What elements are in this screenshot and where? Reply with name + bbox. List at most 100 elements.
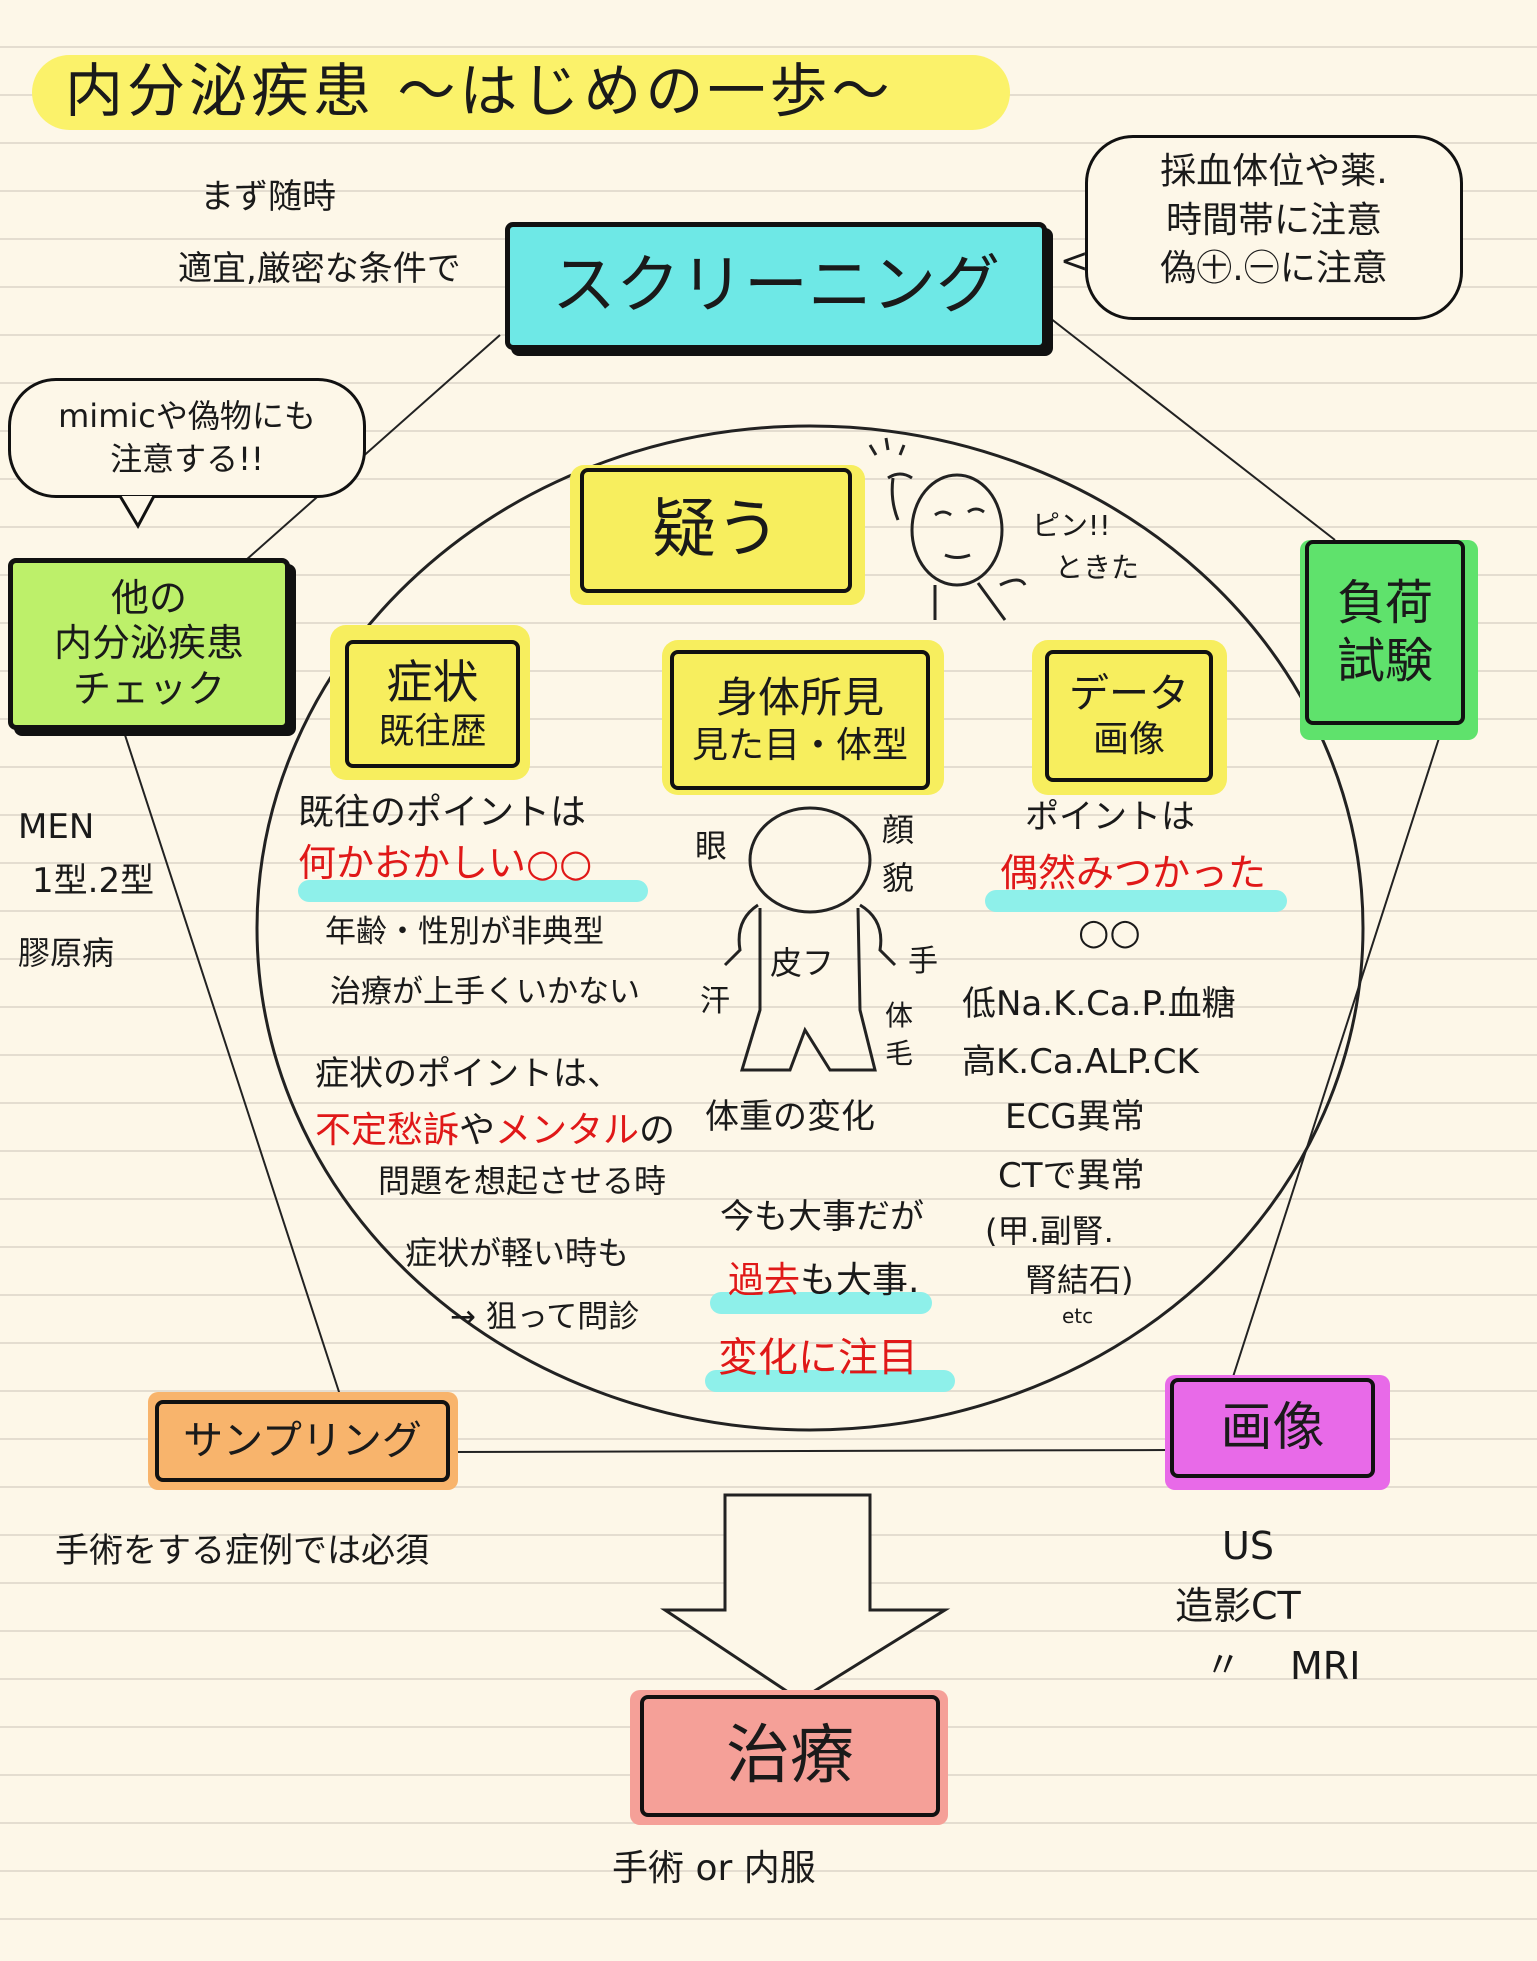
symptoms-point-5: 症状のポイントは、 [315, 1054, 621, 1094]
symptoms-point-8: 症状が軽い時も [405, 1234, 630, 1272]
symptoms-point-3: 年齢・性別が非典型 [325, 914, 604, 950]
line-screening-load [1049, 317, 1336, 541]
load-test-line-2: 試験 [1336, 632, 1433, 689]
screening-box: スクリーニング [505, 222, 1047, 350]
data-title: データ [1069, 671, 1189, 718]
label-skin: 皮フ [770, 944, 835, 982]
label-now: 今も大事だが [720, 1197, 924, 1237]
other-note-2: 1型.2型 [32, 861, 155, 901]
label-hair-2: 毛 [885, 1037, 914, 1070]
label-face-2: 貌 [882, 859, 915, 897]
center-circle [255, 424, 1365, 1432]
imaging-note-2: 造影CT [1175, 1584, 1301, 1628]
symptoms-point-7: 問題を想起させる時 [378, 1162, 667, 1200]
bubble-line-3: 偽㊉.㊀に注意 [1160, 248, 1388, 290]
line-other-sampling [124, 734, 341, 1396]
label-eye: 眼 [695, 827, 728, 865]
bubble-pointer: < [1060, 241, 1089, 281]
data-point-8: (甲.副腎. [985, 1212, 1114, 1250]
page-title: 内分泌疾患 〜はじめの一歩〜 [65, 57, 894, 125]
sampling-note: 手術をする症例では必須 [55, 1531, 429, 1571]
past-end: も大事. [800, 1260, 920, 1301]
down-arrow [660, 1493, 951, 1702]
data-subtitle: 画像 [1092, 719, 1165, 761]
underline-highlight-2 [710, 1292, 932, 1314]
data-point-2: 偶然みつかった [1000, 851, 1267, 895]
other-endocrine-line-2: 内分泌疾患 [53, 621, 244, 666]
other-endocrine-line-1: 他の [110, 575, 187, 620]
sampling-label: サンプリング [183, 1418, 422, 1464]
data-point-10: etc [1062, 1304, 1094, 1328]
bubble-line-1: 採血体位や薬. [1160, 151, 1388, 192]
imaging-label: 画像 [1220, 1397, 1325, 1458]
mimic-bubble-tail [118, 495, 156, 530]
sampling-box: サンプリング [155, 1400, 450, 1482]
doubt-highlight [570, 465, 865, 605]
title-highlight [32, 55, 1010, 130]
past-red: 過去 [728, 1260, 801, 1301]
line-load-imaging [1231, 734, 1441, 1381]
imaging-highlight [1165, 1375, 1390, 1490]
other-endocrine-line-3: チェック [72, 666, 225, 711]
data-point-5: 高K.Ca.ALP.CK [962, 1042, 1199, 1082]
symptoms-title: 症状 [386, 654, 479, 709]
treatment-highlight [630, 1690, 948, 1825]
other-note-3: 膠原病 [18, 934, 115, 972]
physical-highlight [662, 640, 944, 795]
symptoms-red-1: 不定愁訴 [315, 1110, 460, 1151]
label-hand: 手 [908, 944, 938, 979]
symptoms-box: 症状 既往歴 [345, 640, 520, 768]
imaging-note-3: 〃 [1205, 1645, 1242, 1686]
treatment-label: 治療 [726, 1718, 854, 1793]
data-point-1: ポイントは [1025, 797, 1195, 837]
data-box: データ 画像 [1045, 650, 1213, 782]
screening-caution-bubble: 採血体位や薬. 時間帯に注意 偽㊉.㊀に注意 [1085, 135, 1463, 320]
symptoms-point-4: 治療が上手くいかない [330, 974, 640, 1010]
underline-highlight-4 [985, 890, 1287, 912]
physical-box: 身体所見 見た目・体型 [670, 650, 930, 790]
symptoms-point-9: → 狙って問診 [450, 1299, 640, 1335]
data-point-9: 腎結石) [1025, 1261, 1134, 1299]
sampling-highlight [148, 1392, 458, 1490]
data-point-3: ○○ [1078, 912, 1141, 953]
figure-text-2: ときた [1055, 551, 1140, 584]
symptoms-red-2: メンタル [495, 1110, 640, 1151]
symptoms-highlight [330, 625, 530, 780]
treatment-box: 治療 [640, 1695, 940, 1817]
imaging-box: 画像 [1170, 1378, 1375, 1478]
label-hair-1: 体 [885, 999, 914, 1032]
body-figure [723, 806, 897, 1072]
bubble-line-2: 時間帯に注意 [1165, 199, 1382, 241]
screening-note-2: 適宜,厳密な条件で [178, 249, 461, 289]
symptoms-subtitle: 既往歴 [378, 711, 487, 752]
symptoms-point-2: 何かおかしい○○ [298, 841, 593, 885]
symptoms-mid: や [459, 1110, 496, 1151]
label-face-1: 顔 [882, 811, 915, 849]
doubt-label: 疑う [652, 493, 780, 568]
symptoms-end: の [639, 1110, 676, 1151]
screening-label: スクリーニング [552, 248, 1000, 323]
data-point-6: ECG異常 [1005, 1097, 1145, 1137]
load-test-line-1: 負荷 [1336, 574, 1433, 631]
underline-highlight-1 [298, 880, 648, 902]
load-test-box: 負荷 試験 [1305, 540, 1465, 725]
thinking-person-figure [868, 437, 1027, 621]
doubt-box: 疑う [580, 468, 852, 593]
mimic-bubble: mimicや偽物にも 注意する!! [8, 378, 366, 498]
mimic-line-1: mimicや偽物にも [58, 397, 316, 435]
data-highlight [1032, 640, 1227, 795]
imaging-note-4: MRI [1290, 1644, 1361, 1688]
symptoms-point-6: 不定愁訴やメンタルの [315, 1110, 675, 1151]
line-screening-other [245, 334, 501, 561]
screening-note-1: まず随時 [200, 177, 336, 217]
treatment-note: 手術 or 内服 [612, 1848, 816, 1889]
other-endocrine-box: 他の 内分泌疾患 チェック [8, 558, 290, 730]
data-point-7: CTで異常 [998, 1156, 1145, 1196]
label-weight: 体重の変化 [705, 1097, 875, 1137]
imaging-note-1: US [1222, 1524, 1274, 1568]
underline-highlight-3 [705, 1370, 955, 1392]
data-point-4: 低Na.K.Ca.P.血糖 [962, 984, 1236, 1024]
line-sampling-imaging [451, 1449, 1171, 1453]
mimic-line-2: 注意する!! [110, 440, 264, 479]
